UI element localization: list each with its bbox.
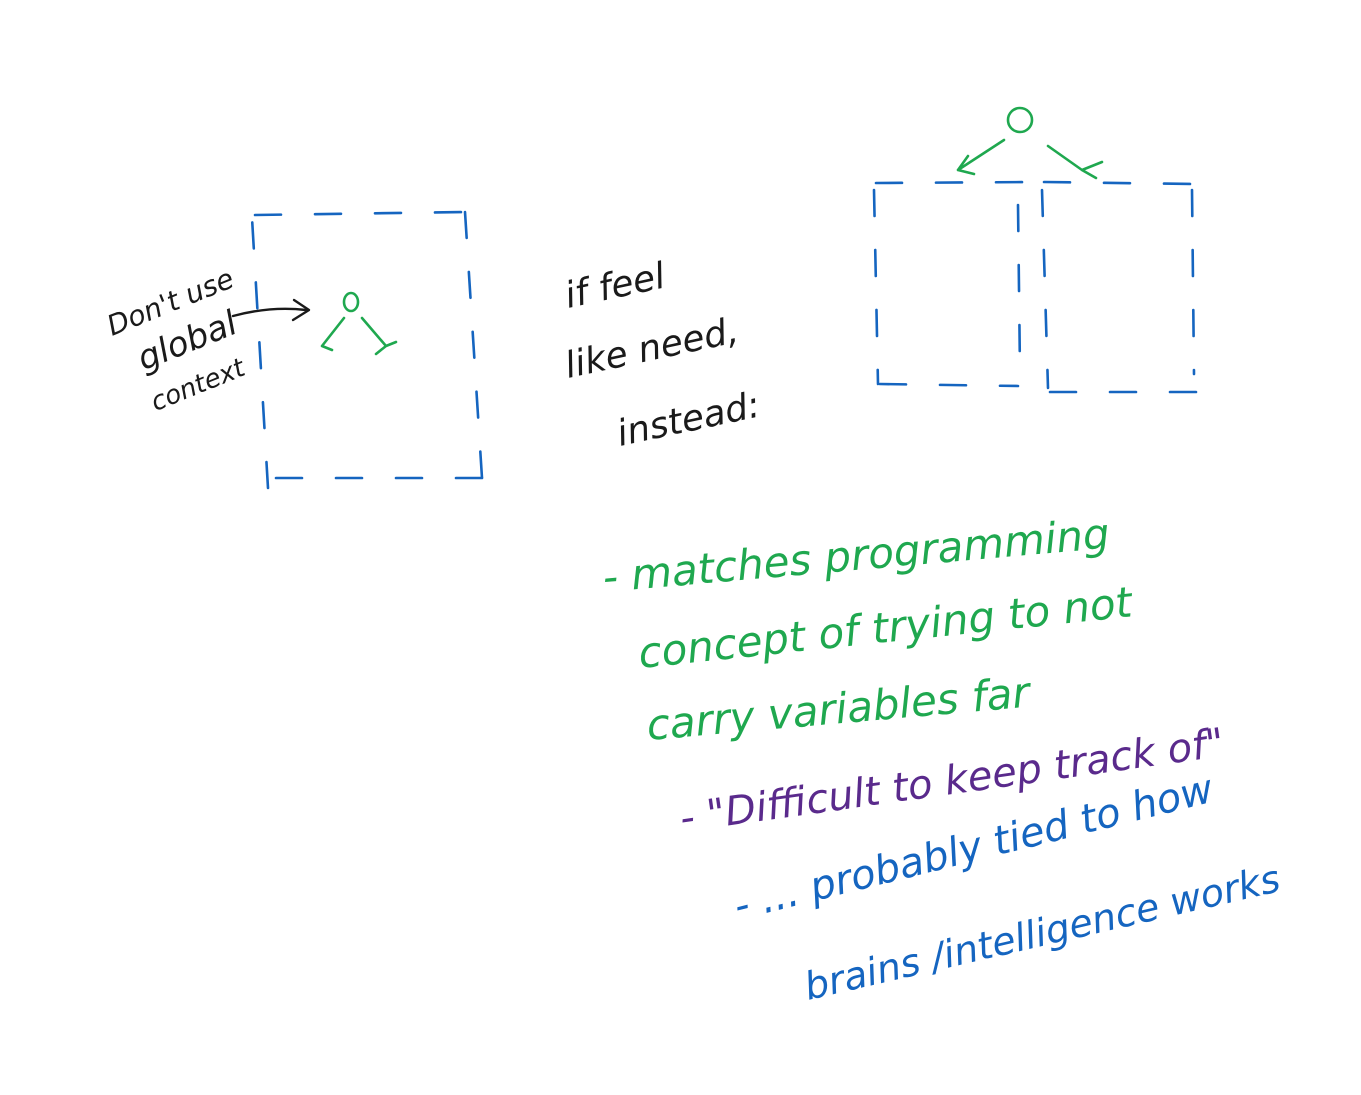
large-tree-icon <box>956 106 1104 180</box>
middle-note-line-3: instead: <box>613 385 763 455</box>
middle-note-line-1: if feel <box>561 256 668 317</box>
local-scope-box-left <box>872 180 1040 388</box>
pointer-arrow-icon <box>231 298 311 322</box>
small-tree-icon <box>320 291 398 356</box>
bullet-1-line-3: carry variables far <box>645 667 1035 750</box>
global-scope-box <box>250 210 484 490</box>
middle-note: if feel like need, instead: <box>561 256 763 455</box>
bullet-programming: - matches programming concept of trying … <box>601 509 1136 750</box>
middle-note-line-2: like need, <box>561 310 742 387</box>
left-note: Don't use global context <box>102 262 250 418</box>
local-scope-box-right <box>1040 180 1216 394</box>
